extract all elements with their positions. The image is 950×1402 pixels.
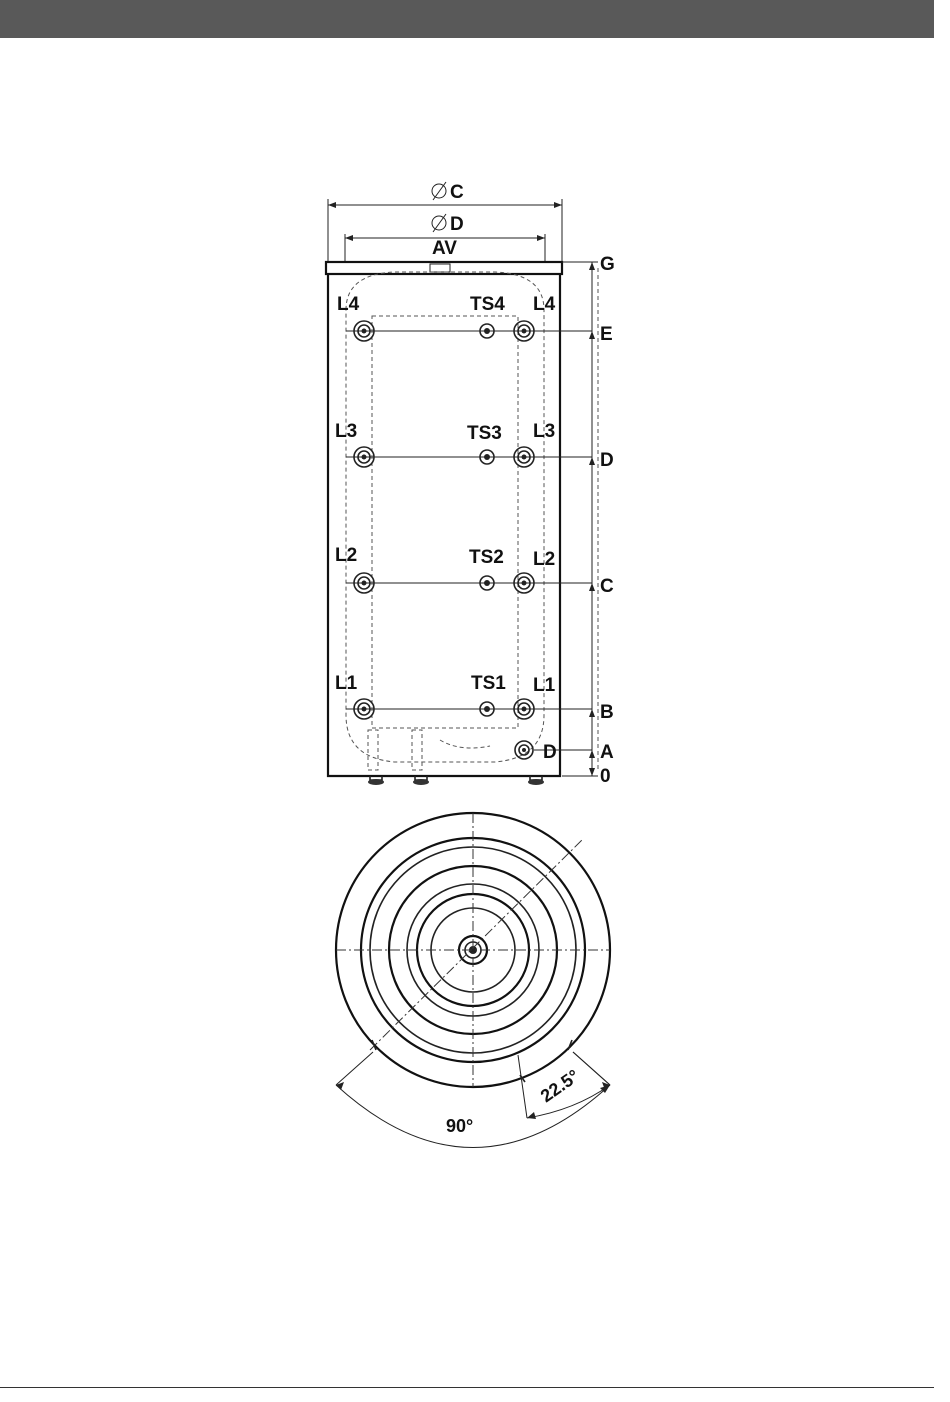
- top-vent-label: AV: [432, 238, 457, 259]
- height-label-b: B: [600, 702, 614, 723]
- top-view: 90° 22.5°: [336, 813, 610, 1148]
- level-4-sensor-label: TS4: [470, 294, 505, 315]
- diameter-symbol-icon: [432, 214, 446, 232]
- level-1-sensor-label: TS1: [471, 673, 506, 694]
- level-2-sensor-label: TS2: [469, 547, 504, 568]
- level-row-2: L2 TS2 L2: [335, 545, 592, 593]
- height-label-c: C: [600, 576, 614, 597]
- angle-90-label: 90°: [446, 1116, 473, 1136]
- height-label-a: A: [600, 742, 614, 763]
- level-1-left-label: L1: [335, 673, 358, 694]
- level-row-1: L1 TS1 L1: [335, 673, 592, 719]
- tank-body: [328, 274, 560, 776]
- diameter-outer-label: C: [450, 182, 464, 203]
- angle-22-label: 22.5°: [537, 1066, 583, 1107]
- front-view: C D AV: [326, 182, 615, 787]
- inner-tank-outline: [346, 272, 544, 762]
- level-4-left-label: L4: [337, 294, 360, 315]
- tank-feet: [368, 776, 544, 785]
- level-3-right-label: L3: [533, 421, 555, 442]
- diameter-inner-label: D: [450, 214, 464, 235]
- diameter-symbol-icon: [432, 182, 446, 200]
- inner-coil-outline: [372, 316, 518, 728]
- height-label-e: E: [600, 324, 613, 345]
- footer-rule: [0, 1387, 934, 1388]
- height-label-g: G: [600, 254, 615, 275]
- level-3-left-label: L3: [335, 421, 357, 442]
- level-3-sensor-label: TS3: [467, 423, 502, 444]
- level-4-right-label: L4: [533, 294, 556, 315]
- height-label-d: D: [600, 450, 614, 471]
- bottom-port-label: D: [543, 742, 557, 763]
- height-label-zero: 0: [600, 766, 611, 787]
- level-row-4: L4 TS4 L4: [337, 294, 592, 341]
- level-2-left-label: L2: [335, 545, 357, 566]
- level-2-right-label: L2: [533, 549, 555, 570]
- level-row-3: L3 TS3 L3: [335, 421, 592, 467]
- level-1-right-label: L1: [533, 675, 556, 696]
